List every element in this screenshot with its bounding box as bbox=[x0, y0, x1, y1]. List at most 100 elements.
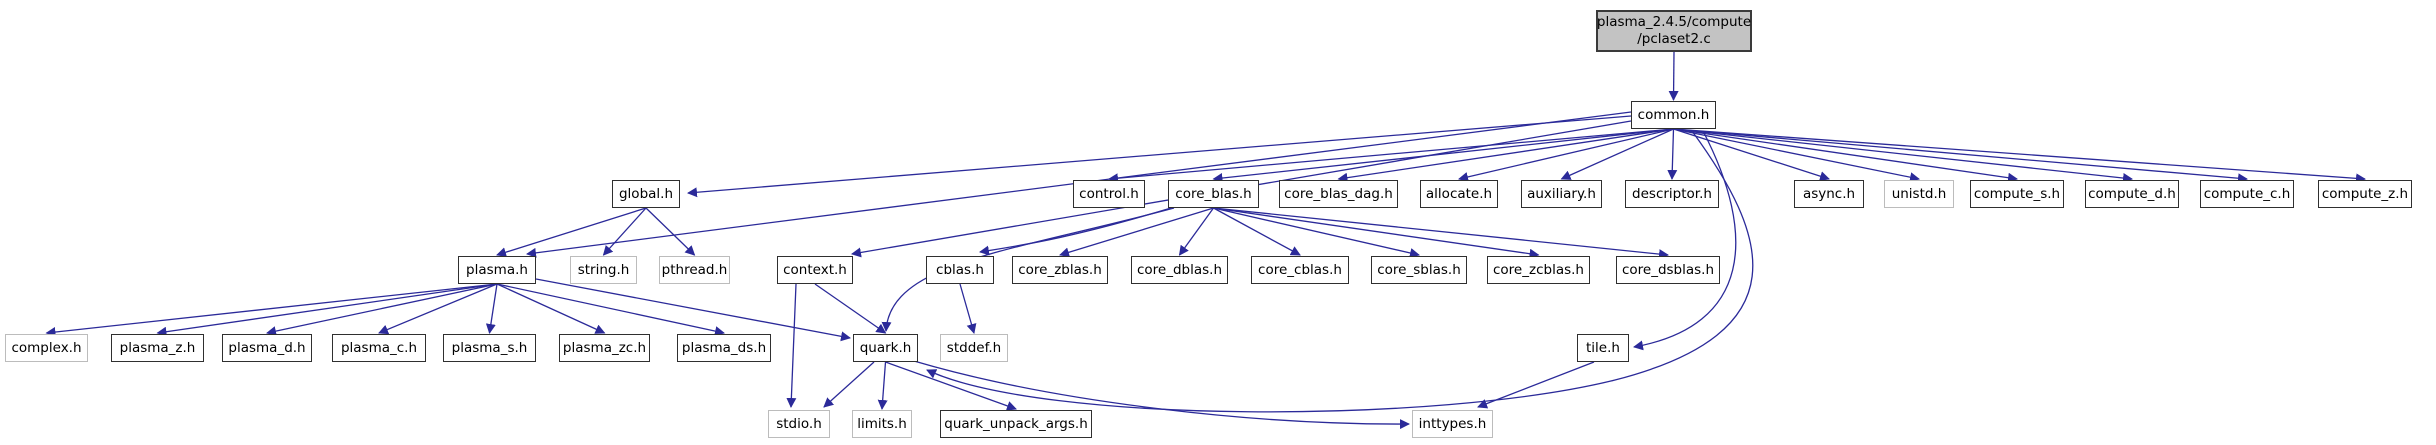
edge-common-descriptor bbox=[1667, 128, 1678, 180]
edge-plasma-plasma_c bbox=[378, 283, 498, 335]
node-plasma_s[interactable]: plasma_s.h bbox=[443, 334, 536, 362]
edge-global-pthread bbox=[645, 207, 696, 256]
node-compute_z[interactable]: compute_z.h bbox=[2318, 180, 2412, 208]
node-core_blas_dag[interactable]: core_blas_dag.h bbox=[1279, 180, 1398, 208]
edge-plasma-plasma_zc bbox=[496, 283, 606, 334]
edge-common-allocate bbox=[1458, 128, 1674, 182]
node-label: limits.h bbox=[857, 415, 907, 432]
node-string: string.h bbox=[570, 256, 637, 284]
edge-common-tile bbox=[1633, 130, 1737, 351]
edge-common-auxiliary bbox=[1560, 128, 1674, 180]
node-core_zblas[interactable]: core_zblas.h bbox=[1012, 256, 1108, 284]
node-label: compute_d.h bbox=[2088, 185, 2176, 202]
edge-core_blas-core_zblas bbox=[1059, 207, 1214, 258]
node-plasma_c[interactable]: plasma_c.h bbox=[332, 334, 426, 362]
edge-context-quark bbox=[814, 283, 887, 334]
node-label: plasma_c.h bbox=[340, 339, 418, 356]
node-label: string.h bbox=[577, 261, 630, 278]
node-label: core_zcblas.h bbox=[1493, 261, 1584, 278]
node-core_dblas[interactable]: core_dblas.h bbox=[1131, 256, 1228, 284]
node-label: context.h bbox=[783, 261, 847, 278]
edge-common-unistd bbox=[1673, 128, 1920, 183]
edge-common-core_blas_dag bbox=[1337, 128, 1674, 183]
node-stdio: stdio.h bbox=[768, 410, 830, 438]
node-tile[interactable]: tile.h bbox=[1577, 334, 1629, 362]
edge-common-compute_d bbox=[1673, 128, 2133, 183]
edge-global-plasma bbox=[496, 207, 647, 258]
node-label: tile.h bbox=[1586, 339, 1620, 356]
edge-pclaset2-common bbox=[1668, 51, 1679, 101]
node-pclaset2: plasma_2.4.5/compute/pclaset2.c bbox=[1596, 10, 1752, 52]
node-label: quark_unpack_args.h bbox=[944, 415, 1088, 432]
edge-common-quark bbox=[926, 130, 1754, 413]
node-label: plasma_z.h bbox=[119, 339, 196, 356]
node-label: complex.h bbox=[11, 339, 82, 356]
edge-global-string bbox=[602, 207, 647, 256]
edge-plasma-quark bbox=[535, 278, 851, 342]
node-quark_unpack_args[interactable]: quark_unpack_args.h bbox=[940, 410, 1092, 438]
edge-common-compute_z bbox=[1673, 128, 2366, 184]
node-unistd: unistd.h bbox=[1884, 180, 1954, 208]
edge-common-async bbox=[1673, 128, 1830, 182]
node-label: descriptor.h bbox=[1632, 185, 1712, 202]
node-compute_c[interactable]: compute_c.h bbox=[2200, 180, 2294, 208]
node-complex: complex.h bbox=[5, 334, 88, 362]
edge-common-global bbox=[687, 115, 1632, 198]
node-control[interactable]: control.h bbox=[1073, 180, 1145, 208]
node-label: allocate.h bbox=[1425, 185, 1493, 202]
node-core_blas[interactable]: core_blas.h bbox=[1168, 180, 1259, 208]
node-label-line: plasma_2.4.5/compute bbox=[1596, 14, 1752, 30]
node-allocate[interactable]: allocate.h bbox=[1420, 180, 1498, 208]
node-label: auxiliary.h bbox=[1527, 185, 1596, 202]
node-stddef: stddef.h bbox=[940, 334, 1008, 362]
edge-core_blas-core_dsblas bbox=[1213, 207, 1669, 260]
node-label: core_blas.h bbox=[1175, 185, 1252, 202]
node-label: core_dsblas.h bbox=[1621, 261, 1715, 278]
node-quark[interactable]: quark.h bbox=[853, 334, 918, 362]
node-label: common.h bbox=[1637, 106, 1710, 123]
edge-quark-inttypes bbox=[913, 360, 1410, 430]
node-label: core_zblas.h bbox=[1018, 261, 1102, 278]
node-label: core_sblas.h bbox=[1377, 261, 1461, 278]
edge-quark-limits bbox=[877, 361, 888, 410]
node-label: core_blas_dag.h bbox=[1284, 185, 1393, 202]
node-label: cblas.h bbox=[936, 261, 984, 278]
edge-plasma-plasma_s bbox=[485, 283, 498, 334]
node-plasma_ds[interactable]: plasma_ds.h bbox=[677, 334, 771, 362]
node-core_zcblas[interactable]: core_zcblas.h bbox=[1487, 256, 1590, 284]
node-plasma[interactable]: plasma.h bbox=[458, 256, 536, 284]
node-label: compute_c.h bbox=[2203, 185, 2291, 202]
node-context[interactable]: context.h bbox=[777, 256, 853, 284]
node-cblas[interactable]: cblas.h bbox=[926, 256, 994, 284]
node-auxiliary[interactable]: auxiliary.h bbox=[1521, 180, 1602, 208]
node-limits: limits.h bbox=[852, 410, 912, 438]
edge-core_blas-core_sblas bbox=[1213, 207, 1420, 258]
node-compute_d[interactable]: compute_d.h bbox=[2085, 180, 2179, 208]
node-core_sblas[interactable]: core_sblas.h bbox=[1371, 256, 1467, 284]
edge-quark-quark_unpack_args bbox=[885, 361, 1017, 411]
node-core_cblas[interactable]: core_cblas.h bbox=[1251, 256, 1349, 284]
node-label: async.h bbox=[1802, 185, 1856, 202]
node-label: unistd.h bbox=[1891, 185, 1947, 202]
node-label: compute_s.h bbox=[1973, 185, 2061, 202]
node-label: control.h bbox=[1079, 185, 1139, 202]
node-plasma_z[interactable]: plasma_z.h bbox=[111, 334, 204, 362]
edge-common-core_blas bbox=[1212, 128, 1674, 183]
node-plasma_d[interactable]: plasma_d.h bbox=[222, 334, 312, 362]
node-core_dsblas[interactable]: core_dsblas.h bbox=[1616, 256, 1720, 284]
node-label: inttypes.h bbox=[1418, 415, 1487, 432]
node-label: plasma_s.h bbox=[451, 339, 528, 356]
node-common[interactable]: common.h bbox=[1631, 101, 1716, 129]
edge-plasma-plasma_ds bbox=[496, 283, 725, 336]
node-label: global.h bbox=[618, 185, 674, 202]
node-label: core_dblas.h bbox=[1136, 261, 1223, 278]
node-plasma_zc[interactable]: plasma_zc.h bbox=[559, 334, 650, 362]
edge-context-stdio bbox=[786, 283, 797, 408]
node-descriptor[interactable]: descriptor.h bbox=[1625, 180, 1719, 208]
node-compute_s[interactable]: compute_s.h bbox=[1970, 180, 2064, 208]
node-async[interactable]: async.h bbox=[1794, 180, 1864, 208]
node-label: plasma_zc.h bbox=[562, 339, 647, 356]
node-label: plasma.h bbox=[466, 261, 528, 278]
node-global[interactable]: global.h bbox=[612, 180, 680, 208]
